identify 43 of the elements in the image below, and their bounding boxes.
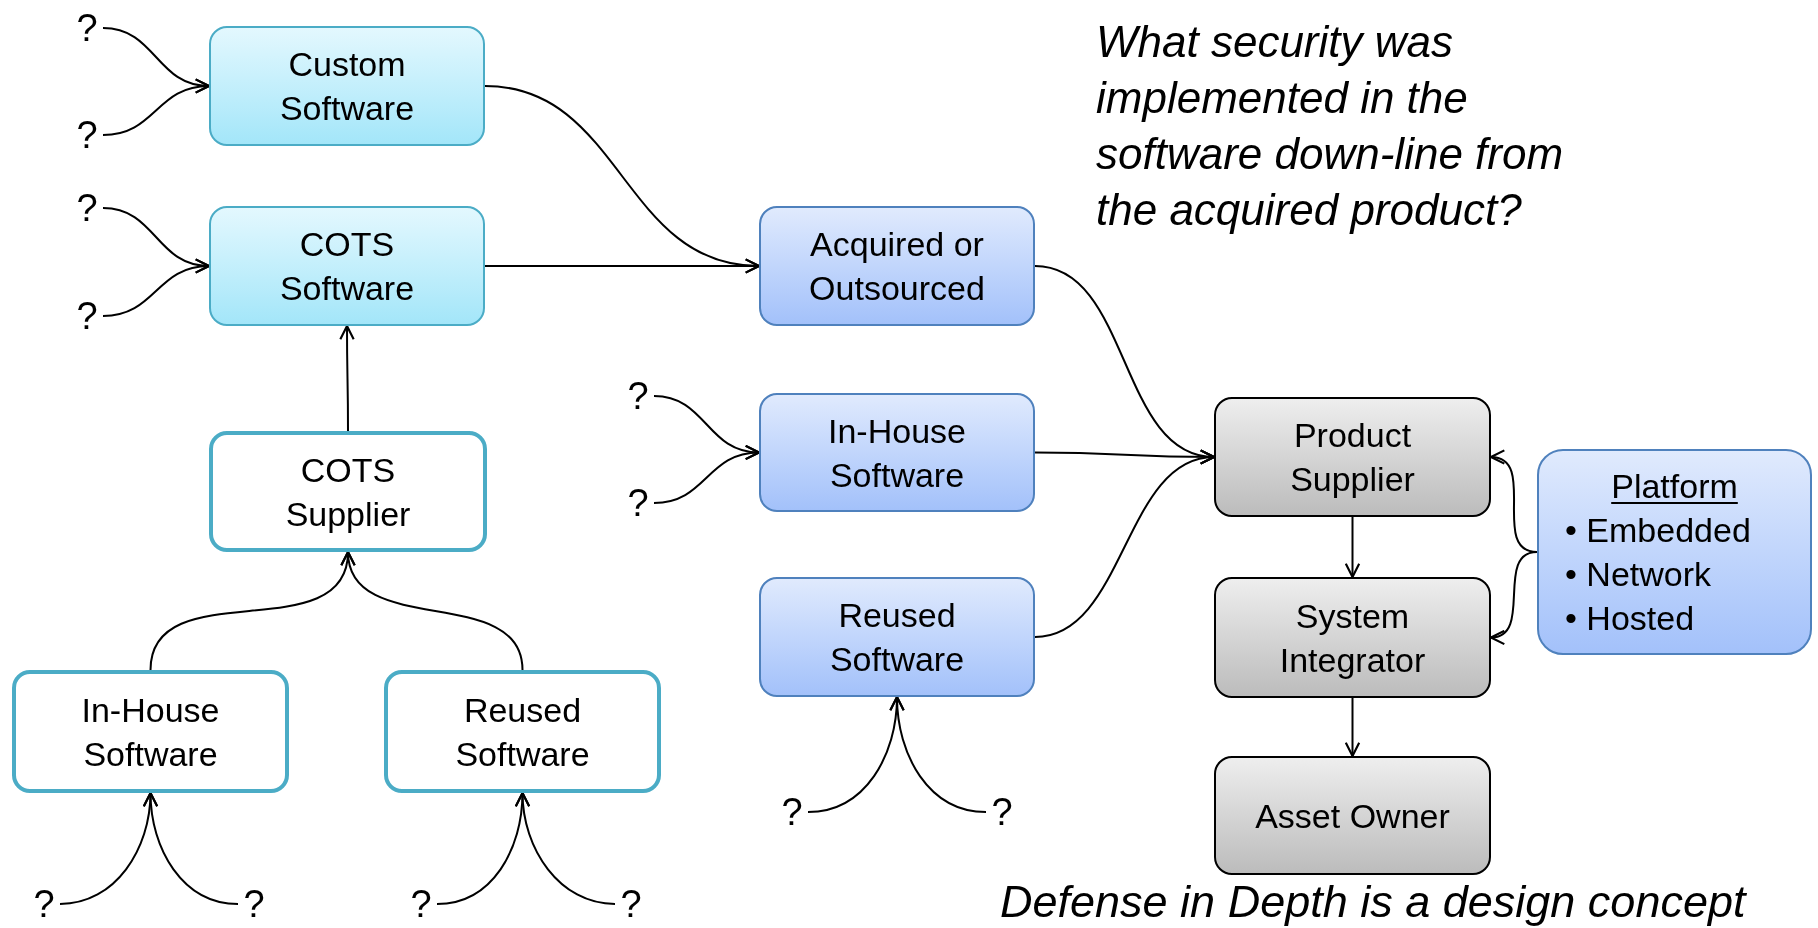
- question-mark: ?: [776, 790, 808, 834]
- arrow: [1344, 697, 1361, 758]
- question-note: What security was implemented in the software down-line from the acquired product?: [1096, 16, 1565, 236]
- process-box: In-House Software: [759, 393, 1035, 512]
- arrow: [1344, 516, 1361, 579]
- arrow: [1489, 551, 1538, 643]
- process-box: COTS Software: [209, 206, 485, 326]
- arrow: [342, 550, 524, 671]
- question-mark: ?: [238, 882, 270, 926]
- stage-box: Asset Owner: [1214, 756, 1491, 875]
- arrow: [102, 79, 211, 136]
- question-mark: ?: [71, 294, 103, 338]
- arrow: [1034, 451, 1216, 638]
- question-mark: ?: [405, 882, 437, 926]
- source-box: Reused Software: [384, 670, 661, 793]
- stage-box: Product Supplier: [1214, 397, 1491, 517]
- arrow: [339, 324, 355, 432]
- arrow: [102, 259, 211, 317]
- arrow: [143, 791, 239, 905]
- source-box: COTS Supplier: [209, 431, 487, 552]
- platform-heading: Platform: [1611, 466, 1738, 507]
- bullet-item: • Network: [1565, 554, 1713, 595]
- question-mark: ?: [622, 374, 654, 418]
- stage-box: System Integrator: [1214, 577, 1491, 698]
- question-mark: ?: [986, 790, 1018, 834]
- bullet-item: • Hosted: [1565, 598, 1696, 639]
- platform-box: [1537, 449, 1812, 655]
- question-mark: ?: [28, 882, 60, 926]
- question-mark: ?: [615, 882, 647, 926]
- question-mark: ?: [71, 113, 103, 157]
- arrow: [889, 695, 987, 813]
- process-box: Custom Software: [209, 26, 485, 146]
- question-mark: ?: [71, 6, 103, 50]
- source-box: In-House Software: [12, 670, 289, 793]
- question-mark: ?: [71, 186, 103, 230]
- process-box: Acquired or Outsourced: [759, 206, 1035, 326]
- footer-note: Defense in Depth is a design concept: [1000, 877, 1746, 927]
- process-box: Reused Software: [759, 577, 1035, 697]
- arrow: [653, 445, 761, 504]
- bullet-item: • Embedded: [1565, 510, 1752, 551]
- arrow: [484, 258, 761, 274]
- question-mark: ?: [622, 481, 654, 525]
- arrow: [515, 791, 616, 905]
